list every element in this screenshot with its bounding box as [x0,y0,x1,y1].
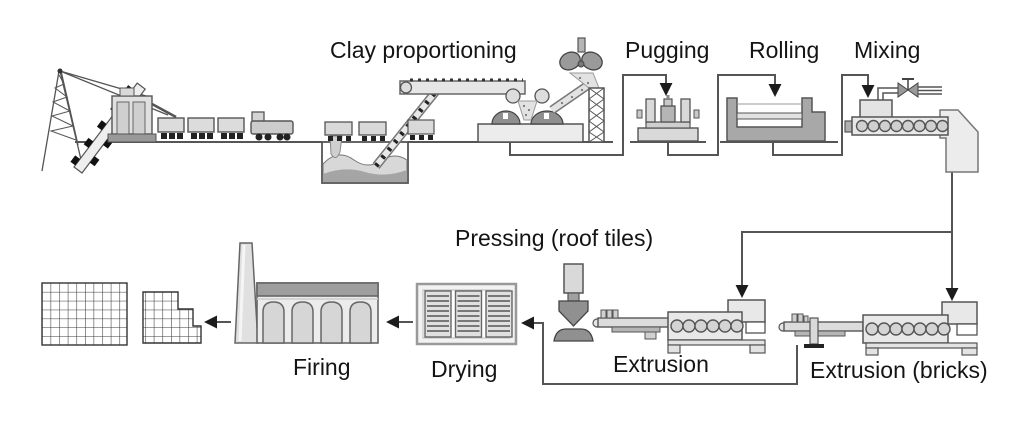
flow-lines [204,74,959,385]
valve-icon [877,78,942,100]
box-feeder-icon [477,88,584,143]
label-rolling: Rolling [749,37,820,63]
truck-icon [250,111,294,141]
belt-conveyor-icon [399,78,526,140]
label-pressing: Pressing (roof tiles) [455,225,654,251]
flow-pugging-to-rolling [667,74,782,156]
revolver-press-icon [553,263,594,342]
flow-rolling-to-mixing [772,74,875,156]
pug-mill-icon [636,95,700,142]
flow-branch-to-tile-extruder [735,231,952,298]
flow-extrusion-to-drying [521,316,798,385]
drying-rack-icon [415,282,518,346]
screw-extruder-bricks-icon [778,301,978,356]
bucket-chain-excavator-icon [41,68,177,174]
label-clay-proportioning: Clay proportioning [330,37,517,63]
label-mixing: Mixing [854,37,921,63]
flow-clay-to-pugging [509,74,673,156]
label-pugging: Pugging [625,37,710,63]
clay-pit-icon [321,121,409,184]
screw-extruder-icon [592,299,766,354]
label-firing: Firing [293,354,351,380]
mine-wagons-icon [157,117,245,139]
label-extrusion: Extrusion [613,351,709,377]
label-extrusion-bricks: Extrusion (bricks) [810,357,988,383]
label-drying: Drying [431,356,498,382]
tunnel-kiln-icon [234,242,379,344]
roller-mill-icon [726,97,826,142]
screw-mixer-icon [844,78,979,173]
crusher-icon [549,37,605,143]
brick-stack-icon [41,282,202,346]
